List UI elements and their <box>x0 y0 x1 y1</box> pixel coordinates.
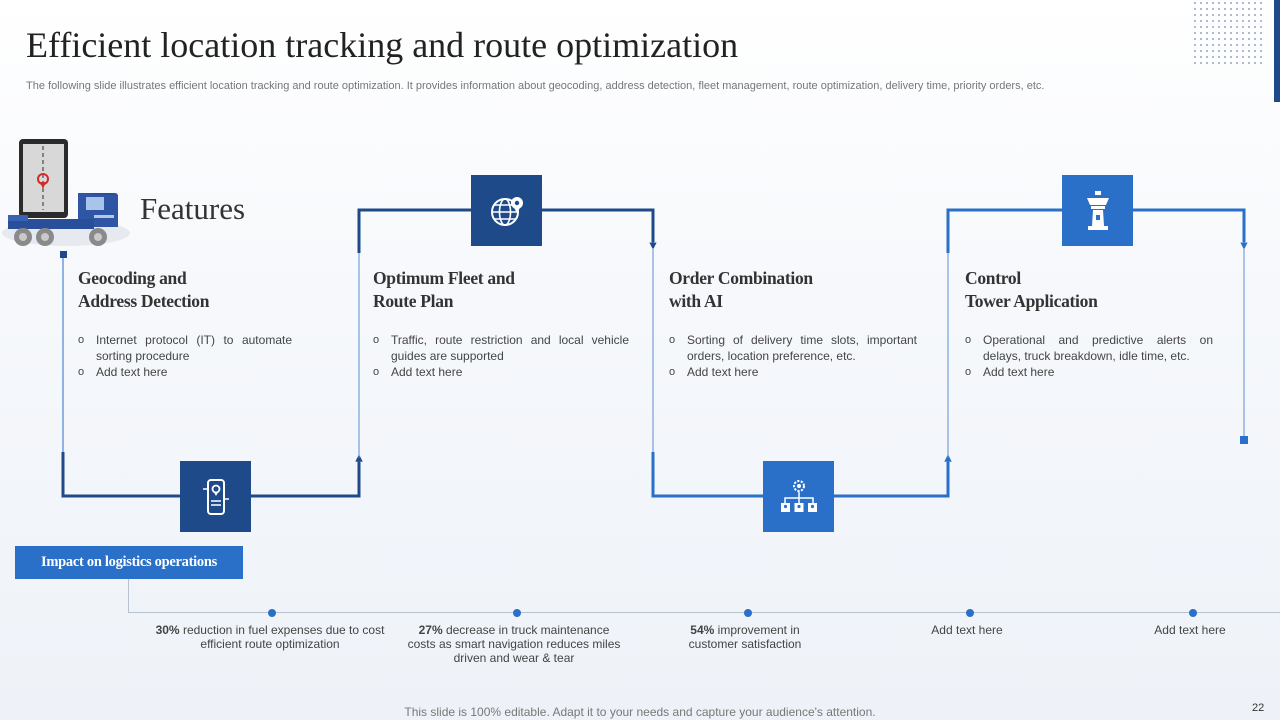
phone-location-icon <box>180 461 251 532</box>
list-item: Add text here <box>78 364 292 380</box>
list-item: Sorting of delivery time slots, importan… <box>669 332 917 364</box>
impact-item-fuel: 30% reduction in fuel expenses due to co… <box>155 623 385 651</box>
card-bullets-control-tower: Operational and predictive alerts on del… <box>965 332 1213 380</box>
timeline-dot <box>744 609 752 617</box>
list-item: Traffic, route restriction and local veh… <box>373 332 629 364</box>
control-tower-icon <box>1062 175 1133 246</box>
features-label: Features <box>140 191 246 226</box>
list-item: Add text here <box>373 364 629 380</box>
card-bullets-fleet-route: Traffic, route restriction and local veh… <box>373 332 629 380</box>
decorative-accent-bar <box>1274 0 1280 102</box>
list-item: Add text here <box>965 364 1213 380</box>
list-item: Internet protocol (IT) to automate sorti… <box>78 332 292 364</box>
impact-item-maintenance: 27% decrease in truck maintenance costs … <box>407 623 621 665</box>
decorative-dot-grid <box>1192 0 1266 68</box>
impact-item-placeholder: Add text here <box>931 623 1003 637</box>
timeline-line <box>129 612 1280 613</box>
impact-item-placeholder: Add text here <box>1154 623 1226 637</box>
globe-location-icon <box>471 175 542 246</box>
timeline-dot <box>268 609 276 617</box>
timeline-dot <box>966 609 974 617</box>
card-bullets-order-combination: Sorting of delivery time slots, importan… <box>669 332 917 380</box>
page-subtitle: The following slide illustrates efficien… <box>26 80 1045 92</box>
network-gear-icon <box>763 461 834 532</box>
list-item: Operational and predictive alerts on del… <box>965 332 1213 364</box>
truck-phone-illustration-icon <box>2 139 130 246</box>
impact-label-button: Impact on logistics operations <box>15 546 243 579</box>
timeline-dot <box>513 609 521 617</box>
timeline-dot <box>1189 609 1197 617</box>
impact-item-satisfaction: 54% improvement in customer satisfaction <box>688 623 802 651</box>
list-item: Add text here <box>669 364 917 380</box>
page-number: 22 <box>1252 702 1265 714</box>
timeline-connector <box>128 579 129 613</box>
page-title: Efficient location tracking and route op… <box>26 25 739 65</box>
card-bullets-geocoding: Internet protocol (IT) to automate sorti… <box>78 332 292 380</box>
footer-note: This slide is 100% editable. Adapt it to… <box>404 705 876 719</box>
